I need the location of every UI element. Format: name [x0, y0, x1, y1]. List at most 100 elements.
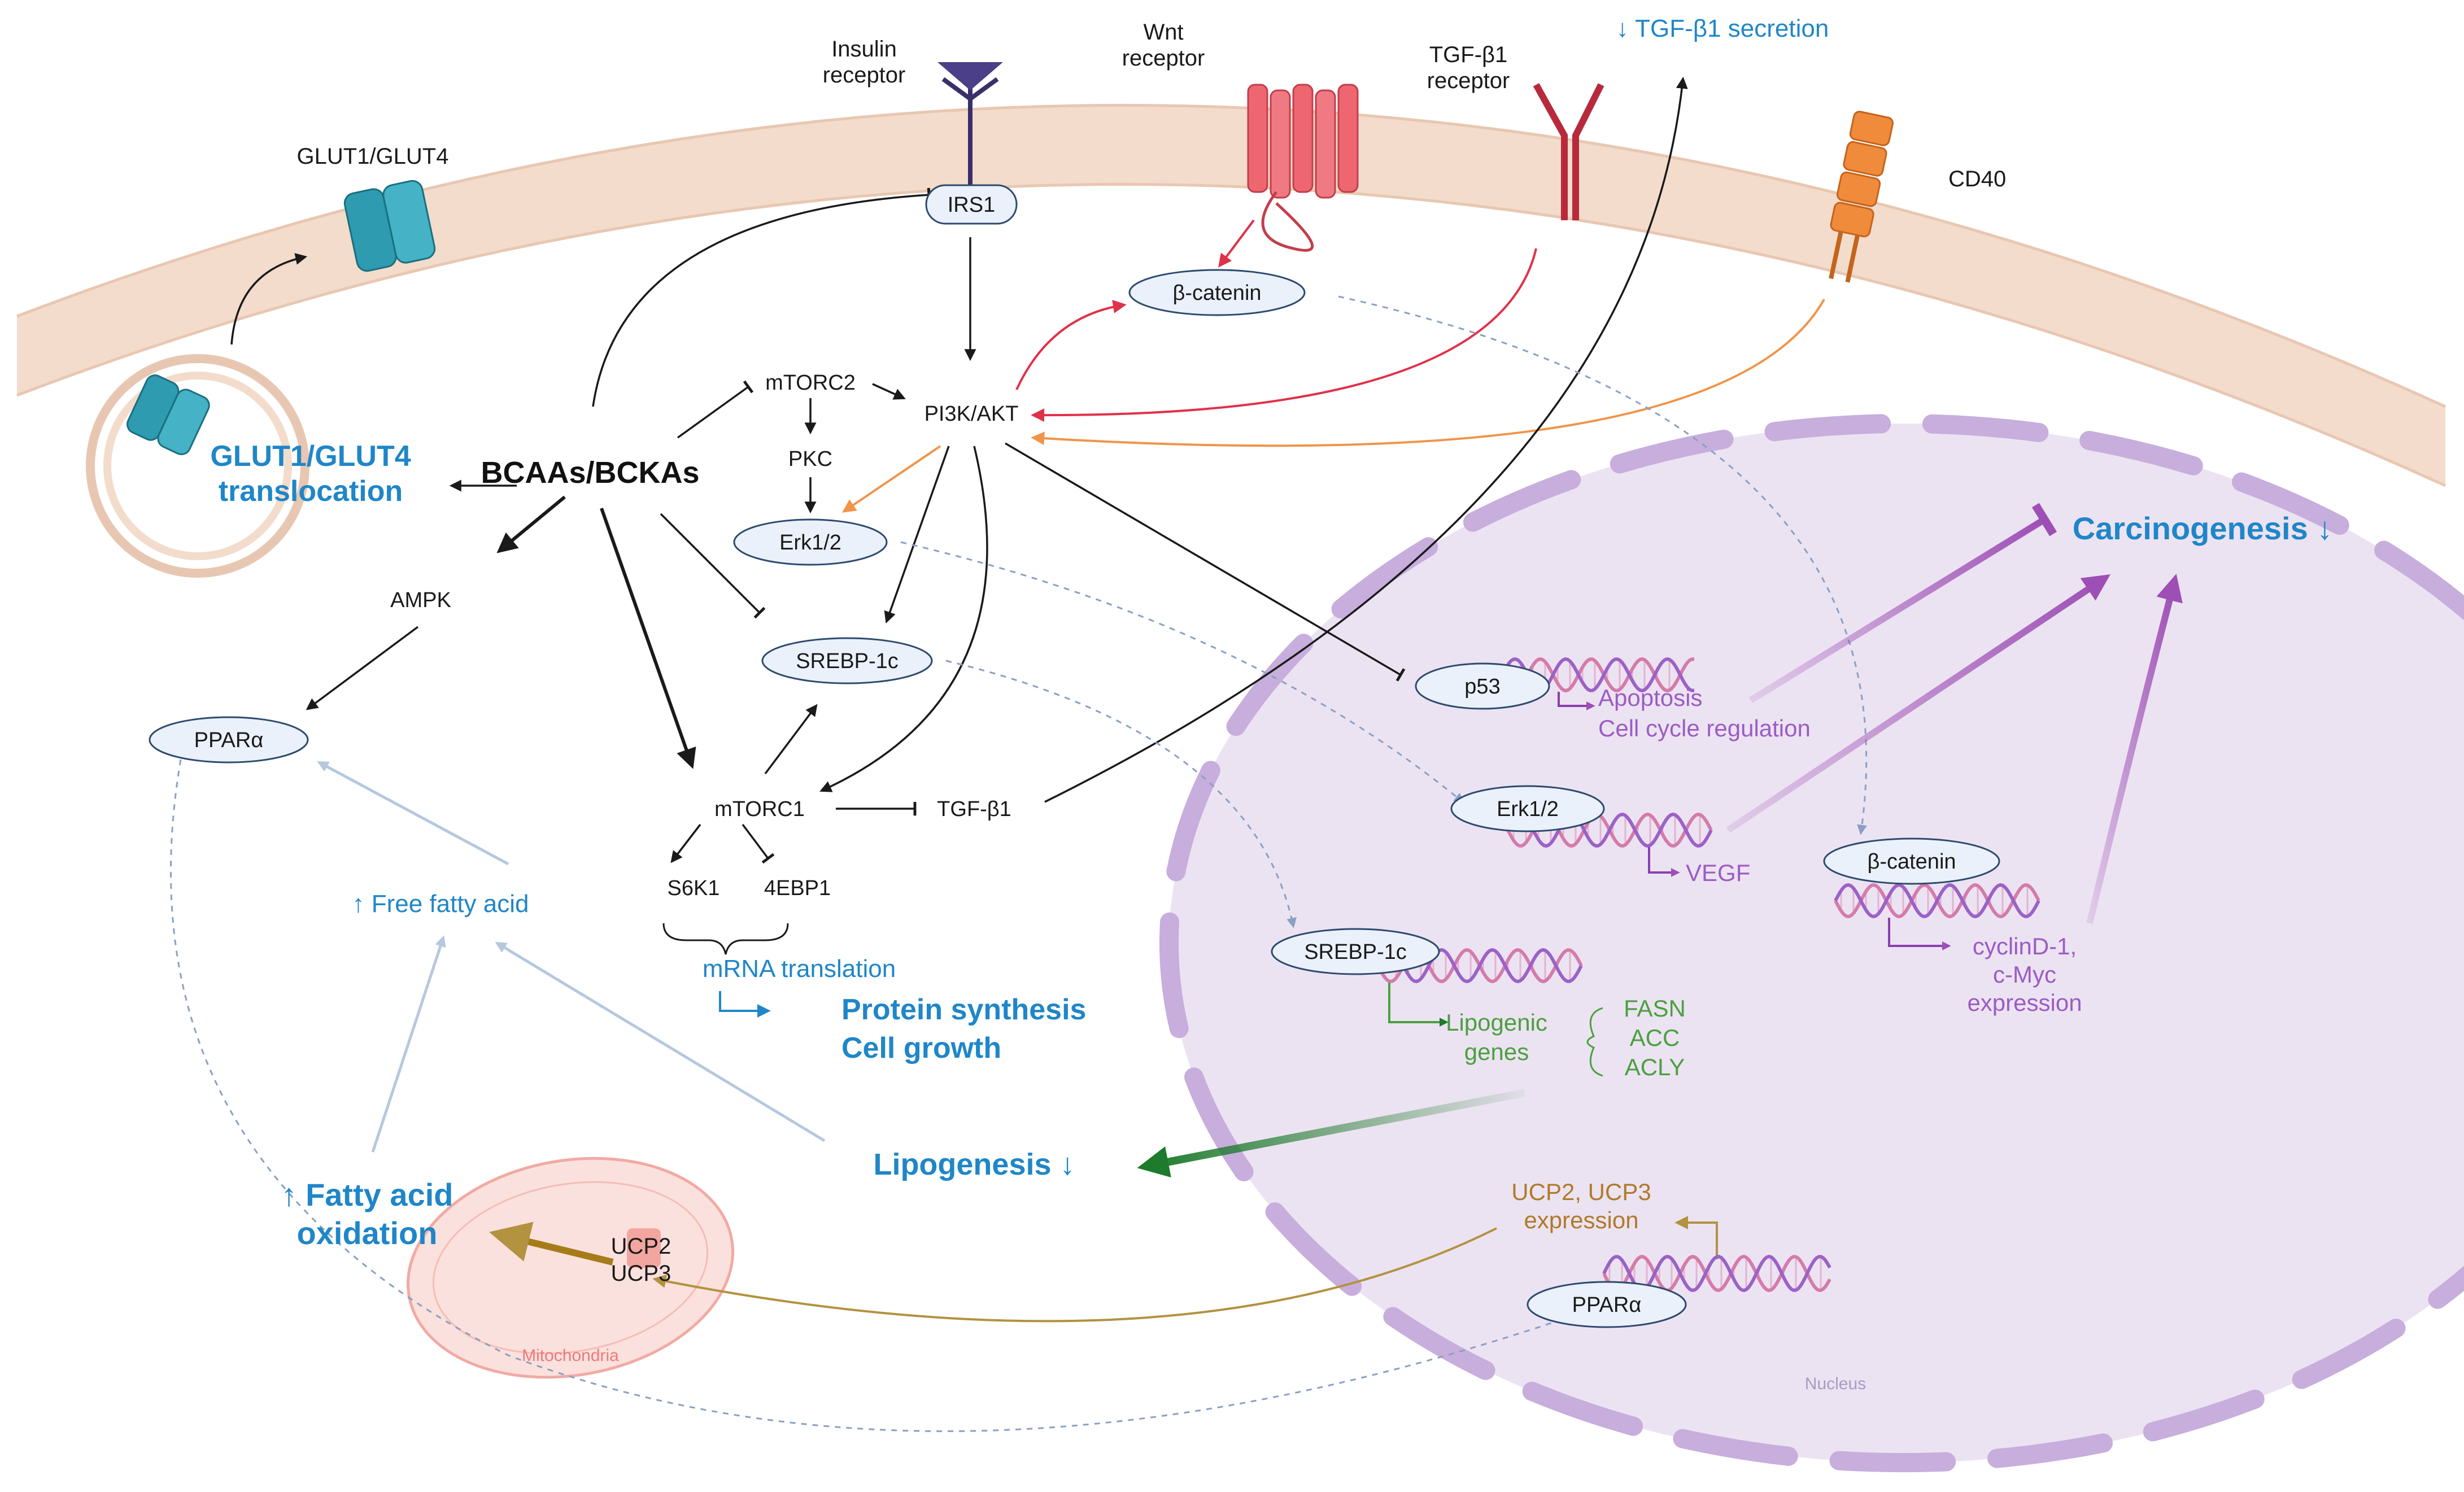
tgf-receptor-icon	[1533, 83, 1604, 220]
arrow-tgfr-pi3k	[1031, 248, 1537, 422]
arrow-wnt-catenin	[1218, 219, 1255, 268]
erk-nucleus-label: Erk1/2	[1497, 797, 1559, 821]
arrow-p53-apoptosis	[1558, 692, 1595, 710]
arrow-catenin-cyclin	[1888, 918, 1951, 950]
arrow-glut-translocation	[230, 253, 308, 345]
p53-label: p53	[1464, 675, 1500, 699]
cd40-label: CD40	[1948, 167, 2006, 191]
mitochondria: Mitochondria	[407, 1157, 734, 1379]
inhibit-bcaa-srebp	[660, 513, 766, 619]
glut-transporter-vesicle-icon	[127, 374, 210, 455]
arrow-bcaa-ampk	[496, 495, 566, 553]
carcinogenesis-label: Carcinogenesis ↓	[2073, 511, 2333, 546]
erk-cyto-label: Erk1/2	[779, 531, 841, 555]
nucleus-label: Nucleus	[1805, 1375, 1866, 1393]
arrow-mtorc1-s6k1	[670, 823, 701, 863]
mtorc2-label: mTORC2	[765, 371, 856, 395]
arrow-pi3k-catenin	[1015, 300, 1127, 390]
irs1-node: IRS1	[925, 184, 1018, 225]
inhibit-pi3k-p53	[1005, 442, 1406, 682]
mtorc1-label: mTORC1	[714, 797, 805, 821]
arrow-pi3k-erk	[842, 445, 941, 513]
dash-ppar-nucleus	[170, 759, 1575, 1432]
dna-ppar-icon	[1602, 1254, 1831, 1293]
arrow-vegf-carcinogenesis	[1726, 574, 2110, 833]
dash-erk-nucleus	[900, 541, 1464, 804]
inhibit-bcaa-irs1	[592, 187, 931, 407]
arrow-lipogenic-lipogenesis	[1137, 1089, 1526, 1178]
p53-node: p53	[1415, 662, 1550, 710]
inhibit-apoptosis-carcinogenesis	[1748, 503, 2057, 704]
arrow-translation-protein	[719, 991, 771, 1018]
glut-transporter-membrane-icon	[343, 180, 436, 272]
ampk-label: AMPK	[390, 588, 451, 612]
brace-translation	[662, 923, 789, 955]
ppar-cyto-node: PPARα	[149, 716, 309, 764]
arrow-srebp-lipogenic	[1388, 983, 1449, 1027]
tgf-b1-label: TGF-β1	[937, 797, 1011, 821]
lipogenesis-label: Lipogenesis ↓	[873, 1148, 1075, 1181]
srebp-cyto-label: SREBP-1c	[796, 649, 899, 673]
beta-catenin-node: β-catenin	[1128, 269, 1306, 316]
insulin-receptor-icon	[937, 62, 1003, 186]
s6k1-label: S6K1	[668, 876, 720, 900]
arrow-tgf-secretion	[1044, 76, 1688, 803]
bcaa-label: BCAAs/BCKAs	[481, 456, 699, 490]
srebp-nucleus-node: SREBP-1c	[1271, 928, 1440, 975]
wnt-receptor-icon	[1247, 84, 1359, 252]
irs1-label: IRS1	[948, 193, 995, 217]
inhibit-mtorc1-4ebp1	[742, 823, 775, 864]
pi3k-akt-label: PI3K/AKT	[924, 402, 1019, 426]
cd40-receptor-icon	[1829, 111, 1894, 283]
erk-nucleus-node: Erk1/2	[1450, 785, 1605, 832]
4ebp1-label: 4EBP1	[764, 876, 831, 900]
arrow-cyclin-carcinogenesis	[2086, 574, 2183, 924]
glut-vesicle	[86, 354, 309, 578]
mitochondria-label: Mitochondria	[522, 1346, 619, 1365]
srebp-nucleus-label: SREBP-1c	[1304, 940, 1407, 964]
arrow-dna-ucp-expression	[1674, 1216, 1718, 1259]
vegf-label: VEGF	[1686, 860, 1750, 886]
beta-catenin-label: β-catenin	[1172, 281, 1261, 305]
dna-catenin-icon	[1834, 883, 2040, 919]
arrow-erk-vegf	[1648, 847, 1680, 877]
arrow-fao-ffa	[371, 935, 446, 1153]
erk-cyto-node: Erk1/2	[733, 518, 888, 566]
arrow-mtorc2-pi3k	[872, 383, 906, 400]
arrow-bcaa-mtorc1	[600, 508, 696, 769]
mrna-translation-label: mRNA translation	[703, 955, 896, 983]
arrow-ampk-ppar	[306, 626, 419, 710]
free-fatty-acid-label: ↑ Free fatty acid	[352, 890, 529, 918]
arrow-pi3k-mtorc1	[819, 446, 988, 792]
arrow-pi3k-srebp	[884, 446, 950, 623]
arrow-ffa-ppar	[317, 761, 509, 866]
beta-catenin-nucleus-node: β-catenin	[1823, 837, 2000, 885]
arrow-ucp-fao	[489, 1221, 614, 1266]
pkc-label: PKC	[788, 447, 832, 471]
ppar-nucleus-node: PPARα	[1527, 1281, 1687, 1328]
arrow-lipogenesis-ffa	[495, 941, 826, 1142]
ppar-cyto-label: PPARα	[194, 728, 264, 752]
ppar-nucleus-label: PPARα	[1572, 1293, 1642, 1317]
beta-catenin-nucleus-label: β-catenin	[1867, 850, 1956, 874]
arrow-mtorc1-srebp	[764, 704, 818, 775]
arrow-ucp-expression-mito	[652, 1227, 1497, 1323]
srebp-cyto-node: SREBP-1c	[761, 637, 933, 684]
glut-membrane-label: GLUT1/GLUT4	[297, 144, 449, 169]
dash-srebp-nucleus	[945, 660, 1297, 928]
brace-lipogenic	[1586, 1007, 1603, 1077]
inhibit-bcaa-mtorc2	[677, 380, 754, 439]
tgf-secretion-label: ↓ TGF-β1 secretion	[1616, 15, 1829, 42]
